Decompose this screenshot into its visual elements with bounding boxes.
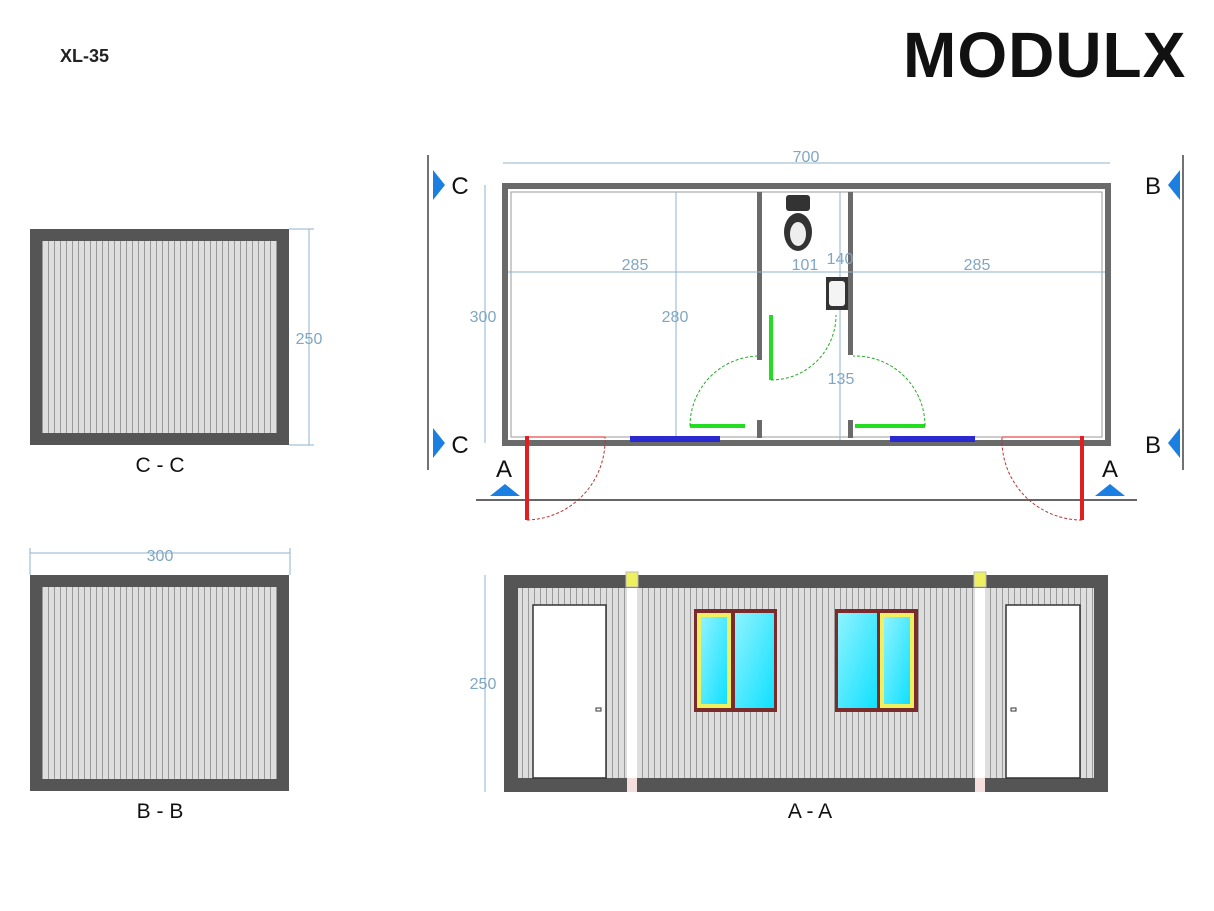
bb-label: B - B xyxy=(137,800,184,823)
cc-label: C - C xyxy=(136,454,185,477)
window-right-elevation xyxy=(835,609,918,712)
section-cc: 250 C - C xyxy=(30,228,323,477)
sink-icon xyxy=(826,277,848,310)
window-left-elevation xyxy=(694,609,777,712)
brand-logo: MODULX xyxy=(903,19,1187,91)
section-marker-icon xyxy=(1095,484,1125,496)
plan-width-dim: 300 xyxy=(470,309,497,326)
door-right-elevation xyxy=(1005,604,1081,779)
section-bb: 300 B - B xyxy=(29,548,291,823)
section-marker-icon xyxy=(490,484,520,496)
mark-b-bottom: B xyxy=(1145,432,1161,459)
floor-plan: 700 300 285 101 140 285 280 135 xyxy=(427,149,1184,521)
model-code: XL-35 xyxy=(60,46,110,66)
interior-doors xyxy=(689,314,926,428)
room-right-dim: 285 xyxy=(964,257,991,274)
room-depth-dim: 280 xyxy=(662,309,689,326)
mark-c-top: C xyxy=(451,173,468,200)
window-right-plan xyxy=(890,436,975,442)
cc-height-dim: 250 xyxy=(296,331,323,348)
room-left-dim: 285 xyxy=(622,257,649,274)
mark-a-left: A xyxy=(496,456,512,483)
window-left-plan xyxy=(630,436,720,442)
entry-doors xyxy=(525,436,1084,521)
mark-b-top: B xyxy=(1145,173,1161,200)
plan-length-dim: 700 xyxy=(793,149,820,166)
section-marker-icon xyxy=(1168,170,1180,200)
section-aa: 250 A - A xyxy=(470,571,1108,823)
mark-a-right: A xyxy=(1102,456,1118,483)
section-marker-icon xyxy=(433,428,445,458)
door-left-elevation xyxy=(532,604,607,779)
mark-c-bottom: C xyxy=(451,432,468,459)
wc-width-dim: 101 xyxy=(792,257,819,274)
bb-width-dim: 300 xyxy=(147,548,174,565)
corridor-dim: 135 xyxy=(828,371,855,388)
toilet-icon xyxy=(784,195,812,251)
aa-label: A - A xyxy=(788,800,832,823)
aa-height-dim: 250 xyxy=(470,676,497,693)
section-marker-icon xyxy=(1168,428,1180,458)
section-marker-icon xyxy=(433,170,445,200)
